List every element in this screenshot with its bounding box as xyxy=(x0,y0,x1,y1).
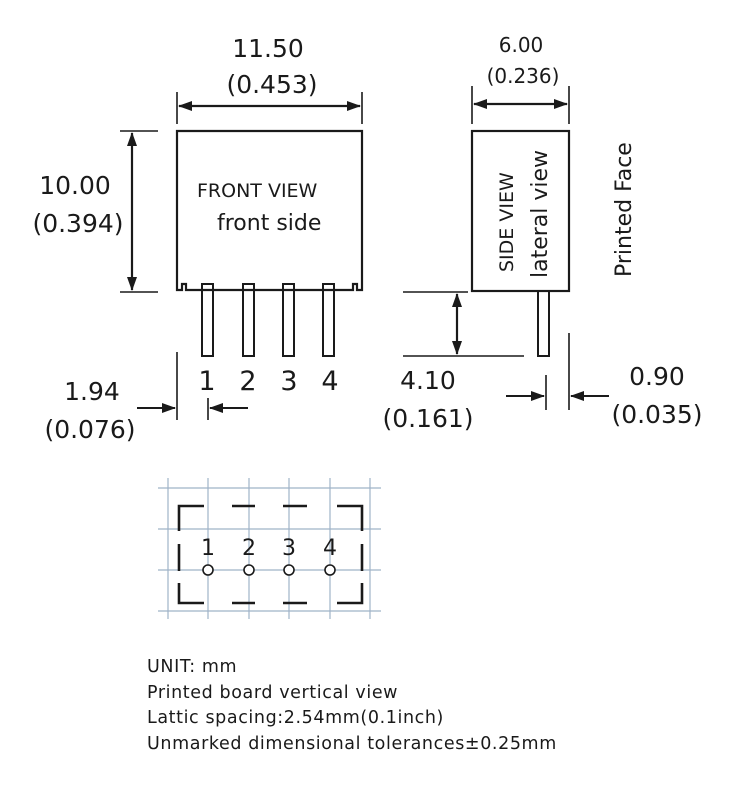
side-width-mm: 6.00 xyxy=(499,33,544,57)
pin-length-mm: 4.10 xyxy=(400,366,456,395)
front-height-in: (0.394) xyxy=(32,209,123,238)
front-view-title: FRONT VIEW xyxy=(197,180,318,202)
pcb-pin-hole-3 xyxy=(283,564,295,576)
front-pin-2 xyxy=(242,283,255,357)
pcb-pin-hole-4 xyxy=(324,564,336,576)
pcb-pin-hole-1 xyxy=(202,564,214,576)
pcb-pin-number-2: 2 xyxy=(242,536,256,561)
front-pin-number-4: 4 xyxy=(321,366,338,397)
notes-block: UNIT: mm Printed board vertical view Lat… xyxy=(147,655,557,757)
front-pin-number-1: 1 xyxy=(198,366,215,397)
front-pin-number-2: 2 xyxy=(239,366,256,397)
note-unit: UNIT: mm xyxy=(147,657,238,677)
front-width-mm: 11.50 xyxy=(232,34,304,63)
pin-thickness-mm: 0.90 xyxy=(629,362,685,391)
note-tolerance: Unmarked dimensional tolerances±0.25mm xyxy=(147,733,557,754)
component-outline xyxy=(177,504,364,605)
pcb-pin-number-3: 3 xyxy=(282,536,296,561)
lattice-grid xyxy=(158,478,381,619)
pcb-pin-hole-2 xyxy=(243,564,255,576)
pin-thickness-in: (0.035) xyxy=(611,400,702,429)
side-view-body xyxy=(470,129,571,293)
side-view-title: SIDE VIEW xyxy=(496,172,518,272)
front-pin-4 xyxy=(322,283,335,357)
note-view: Printed board vertical view xyxy=(147,682,399,703)
pcb-pin-number-1: 1 xyxy=(201,536,215,561)
front-pin-3 xyxy=(282,283,295,357)
front-height-mm: 10.00 xyxy=(39,171,111,200)
pin-offset-mm: 1.94 xyxy=(64,377,120,406)
front-width-in: (0.453) xyxy=(226,70,317,99)
front-pin-number-3: 3 xyxy=(280,366,297,397)
pcb-pin-number-4: 4 xyxy=(323,536,337,561)
note-spacing: Lattic spacing:2.54mm(0.1inch) xyxy=(147,708,444,728)
side-view-subtitle: lateral view xyxy=(528,150,553,278)
pcb-layout: 1 2 3 4 xyxy=(158,478,381,619)
pin-length-in: (0.161) xyxy=(382,404,473,433)
printed-face-label: Printed Face xyxy=(612,142,637,277)
front-view: 11.50 (0.453) 10.00 (0.394) FRONT VIEW f… xyxy=(32,34,364,444)
front-pin-1 xyxy=(201,283,214,357)
pin-offset-in: (0.076) xyxy=(44,415,135,444)
side-pin xyxy=(537,290,550,357)
front-view-body xyxy=(175,129,364,292)
front-view-subtitle: front side xyxy=(217,211,321,236)
side-width-in: (0.236) xyxy=(487,64,560,88)
side-view: 6.00 (0.236) SIDE VIEW lateral view Prin… xyxy=(382,33,702,433)
